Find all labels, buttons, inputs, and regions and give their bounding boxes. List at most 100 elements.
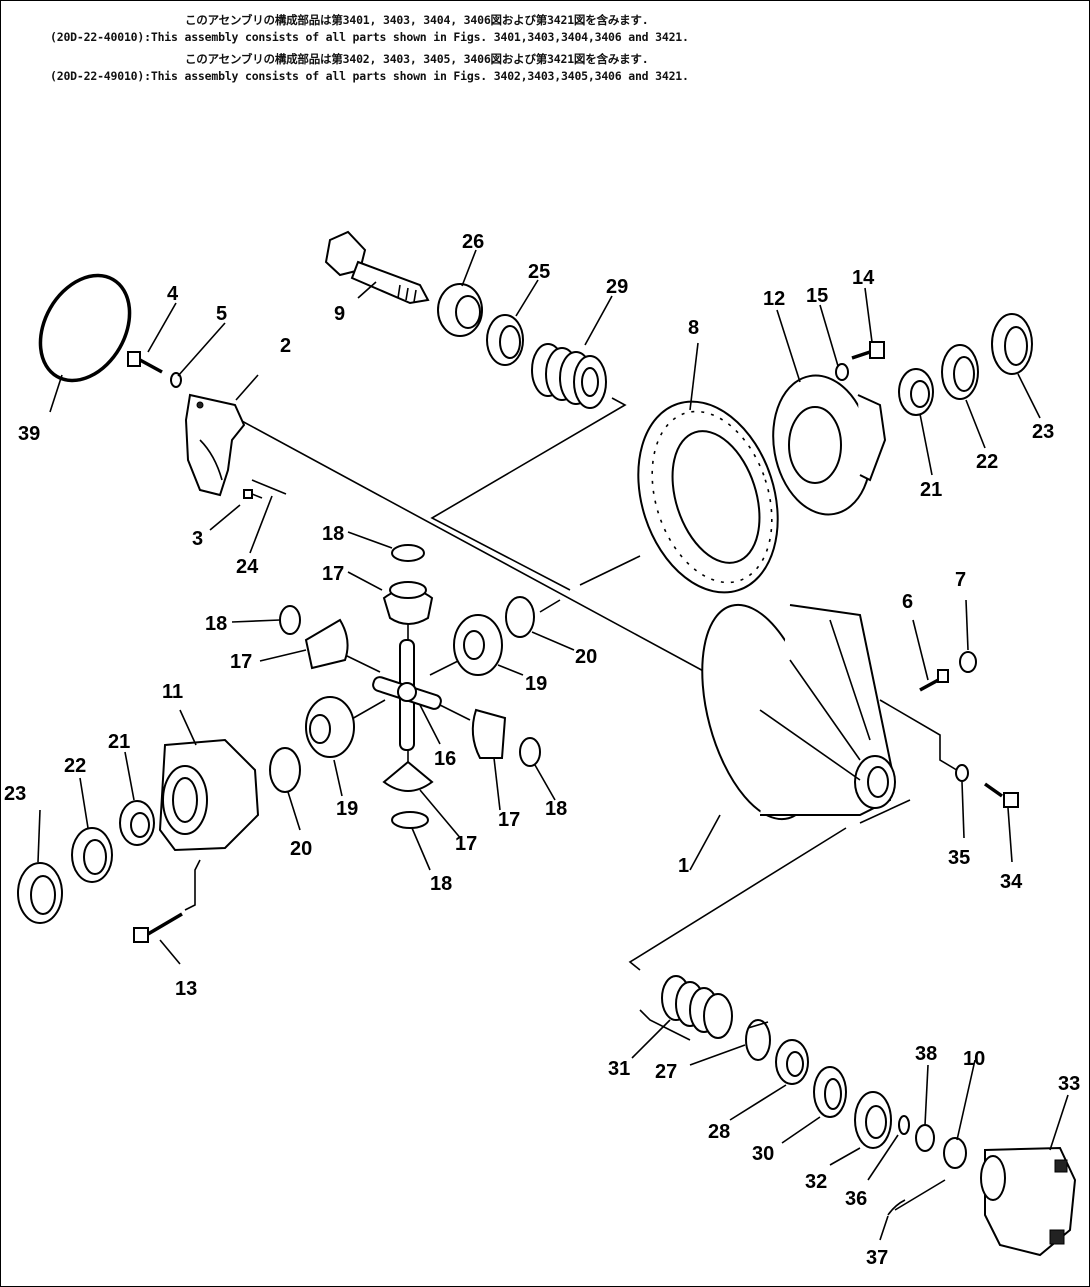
callout-30: 30: [752, 1143, 774, 1165]
callout-34: 34: [1000, 871, 1023, 893]
callout-12: 12: [763, 288, 785, 310]
leader-lines: [37, 249, 1069, 1241]
carrier-bolt-part: [851, 341, 885, 360]
callout-21-right: 21: [920, 479, 942, 501]
flange-washer-part: [915, 1124, 935, 1152]
thrust-washer-top-part: [391, 544, 425, 562]
left-bearing-cup-part: [71, 827, 113, 883]
callout-31: 31: [608, 1058, 630, 1080]
callout-2: 2: [280, 335, 291, 357]
callout-23-left: 23: [4, 783, 26, 805]
thrust-washer-left-part: [279, 605, 301, 635]
callout-35: 35: [948, 847, 970, 869]
callout-26: 26: [462, 231, 484, 253]
spacer-part: [745, 1019, 771, 1061]
housing-nut-part: [959, 651, 977, 673]
callout-19-left: 19: [336, 798, 358, 820]
callout-24: 24: [236, 556, 259, 578]
callout-13: 13: [175, 978, 197, 1000]
callout-15: 15: [806, 285, 828, 307]
castle-nut-part: [943, 1137, 967, 1169]
callout-1: 1: [678, 855, 689, 877]
pinion-gear-left-part: [304, 618, 349, 670]
housing-washer-part: [955, 764, 969, 782]
callout-8: 8: [688, 317, 699, 339]
callout-21-left: 21: [108, 731, 130, 753]
bearing-cap-part: [184, 393, 287, 497]
pinion-gear-right-part: [471, 708, 507, 759]
callout-37: 37: [866, 1247, 888, 1269]
header-note-jp-1: このアセンブリの構成部品は第3401, 3403, 3404, 3406図および…: [185, 13, 649, 27]
callout-7: 7: [955, 569, 966, 591]
callout-25: 25: [528, 261, 550, 283]
callout-18-top: 18: [322, 523, 344, 545]
outer-bearing-cone-part: [775, 1039, 809, 1085]
callout-27: 27: [655, 1061, 677, 1083]
callout-29: 29: [606, 276, 628, 298]
callout-14: 14: [852, 267, 875, 289]
o-ring-part: [38, 273, 132, 383]
pinion-shim-set-part: [531, 343, 607, 409]
callout-36: 36: [845, 1188, 867, 1210]
callout-32: 32: [805, 1171, 827, 1193]
callout-22-right: 22: [976, 451, 998, 473]
callout-18-bottom: 18: [430, 873, 452, 895]
diff-case-bolt-part: [133, 912, 183, 943]
callout-17-left: 17: [230, 651, 252, 673]
pinion-bearing-cup-part: [486, 314, 524, 366]
side-gear-right-part: [453, 614, 503, 676]
right-bearing-cone-part: [898, 368, 934, 416]
assembly-guide-lines: [184, 397, 961, 1211]
callout-17-right: 17: [498, 809, 520, 831]
callout-6: 6: [902, 591, 913, 613]
callout-22-left: 22: [64, 755, 86, 777]
left-bearing-cone-part: [119, 800, 155, 846]
o-ring-small-part: [898, 1115, 910, 1135]
callout-3: 3: [192, 528, 203, 550]
callout-labels: 1 2 3 4 5 6 7 8 9 10 11 12 13 14 15 16 1…: [4, 231, 1080, 1269]
pinion-shaft-part: [324, 230, 430, 305]
left-adjusting-nut-part: [17, 862, 63, 924]
header-note-en-2: (20D-22-49010):This assembly consists of…: [50, 69, 689, 83]
diff-case-part: [158, 738, 260, 852]
yoke-flange-part: [980, 1146, 1077, 1257]
cap-bolt-part: [243, 489, 263, 499]
callout-33: 33: [1058, 1073, 1080, 1095]
header-note-jp-2: このアセンブリの構成部品は第3402, 3403, 3405, 3406図および…: [185, 52, 649, 66]
right-bearing-cup-part: [941, 344, 979, 400]
right-adjusting-nut-part: [991, 313, 1033, 375]
side-gear-left-part: [305, 696, 355, 758]
callout-18-left: 18: [205, 613, 227, 635]
shim-set-part: [661, 975, 733, 1039]
callout-17-top: 17: [322, 563, 344, 585]
callout-18-right: 18: [545, 798, 567, 820]
thrust-washer-bottom-part: [391, 811, 429, 829]
callout-38: 38: [915, 1043, 937, 1065]
callout-4: 4: [167, 283, 179, 305]
pinion-bearing-cone-part: [437, 283, 483, 337]
oil-seal-part: [854, 1091, 892, 1149]
thrust-washer-right-part: [519, 737, 541, 767]
callout-19-right: 19: [525, 673, 547, 695]
callout-20-left: 20: [290, 838, 312, 860]
side-washer-left-part: [269, 747, 301, 793]
side-washer-right-part: [505, 596, 535, 638]
callout-23-right: 23: [1032, 421, 1054, 443]
pinion-gear-top-part: [382, 581, 434, 625]
callout-28: 28: [708, 1121, 730, 1143]
cotter-pin-part: [887, 1199, 906, 1216]
callout-20-right: 20: [575, 646, 597, 668]
callout-11: 11: [162, 681, 183, 703]
pinion-gear-bottom-part: [382, 760, 434, 792]
bolt-part: [127, 351, 163, 374]
callout-17-bottom: 17: [455, 833, 477, 855]
spider-cross-part: [372, 639, 442, 751]
housing-stud-part: [919, 669, 949, 692]
washer-part: [170, 372, 182, 388]
callout-16: 16: [434, 748, 456, 770]
callout-5: 5: [216, 303, 227, 325]
housing-bolt-part: [983, 782, 1019, 808]
outer-bearing-cup-part: [813, 1066, 847, 1118]
